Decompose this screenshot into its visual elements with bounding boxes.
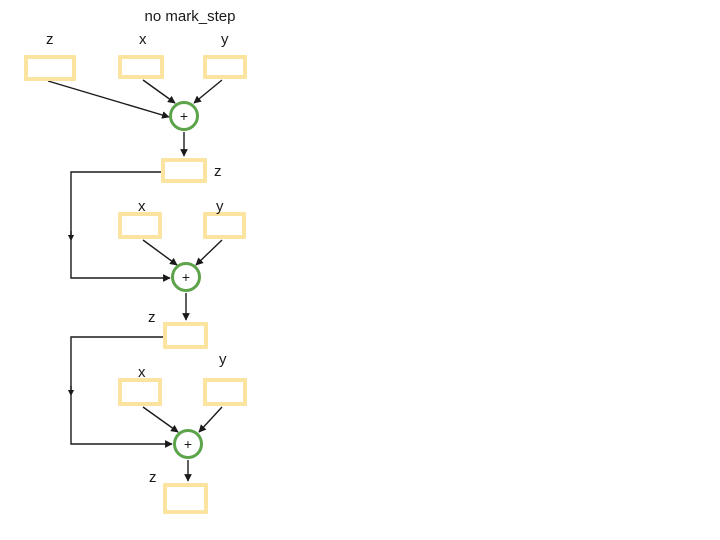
edge-y-2-to-add-2 <box>195 239 223 266</box>
tensor-box-z-3-label: z <box>149 469 157 486</box>
op-node-add-1: + <box>169 101 199 131</box>
tensor-box-y-1 <box>203 55 247 79</box>
edge-y-1-to-add-1 <box>193 79 223 104</box>
tensor-box-z-input <box>24 55 76 81</box>
tensor-box-y-1-label: y <box>221 31 229 48</box>
edge-x-1-to-add-1 <box>142 79 176 104</box>
tensor-box-y-2-label: y <box>216 198 224 215</box>
tensor-box-z-1 <box>161 158 207 183</box>
tensor-box-x-2 <box>118 212 162 239</box>
edge-z-1-feedback-to-add-2 <box>70 171 171 282</box>
tensor-box-z-3 <box>163 483 208 514</box>
tensor-box-z-2 <box>163 322 208 349</box>
op-node-add-3: + <box>173 429 203 459</box>
tensor-box-y-2 <box>203 212 246 239</box>
tensor-box-z-2-label: z <box>148 309 156 326</box>
page-title: no mark_step <box>144 8 236 25</box>
edge-x-2-to-add-2 <box>142 239 178 266</box>
edge-y-3-to-add-3 <box>198 406 223 433</box>
tensor-box-x-3 <box>118 378 162 406</box>
tensor-box-z-input-label: z <box>46 31 54 48</box>
tensor-box-y-3-label: y <box>219 351 227 368</box>
tensor-box-z-1-label: z <box>214 163 222 180</box>
edge-x-3-to-add-3 <box>142 406 179 433</box>
op-node-add-2: + <box>171 262 201 292</box>
tensor-box-x-2-label: x <box>138 198 146 215</box>
tensor-box-y-3 <box>203 378 247 406</box>
tensor-box-x-1-label: x <box>139 31 147 48</box>
tensor-box-x-3-label: x <box>138 364 146 381</box>
tensor-box-x-1 <box>118 55 164 79</box>
edge-z-input-to-add-1 <box>47 80 170 119</box>
